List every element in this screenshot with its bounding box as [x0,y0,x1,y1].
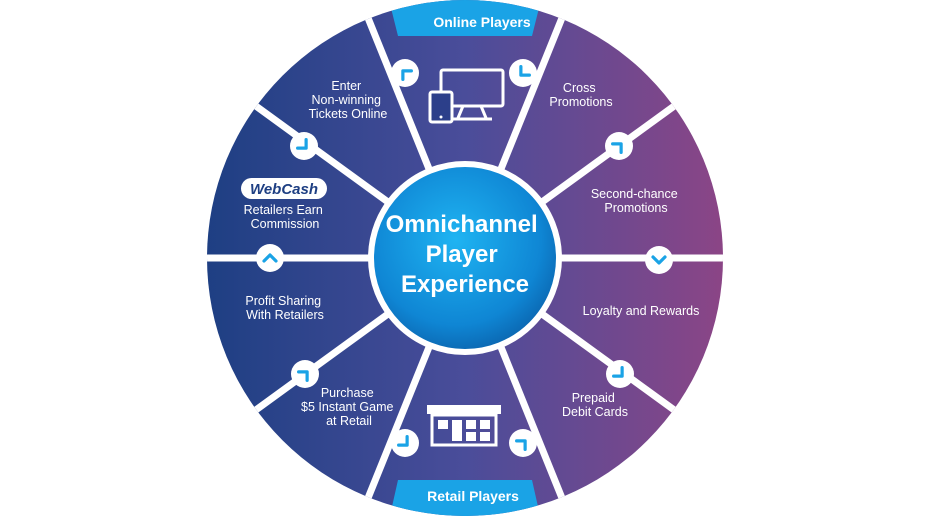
chevron-icon [645,246,673,274]
chevron-icon [291,360,319,388]
online-players-label: Online Players [433,14,530,30]
chevron-markers [256,59,673,457]
segment-profit-sharing: Profit Sharing With Retailers [245,294,324,322]
segment-enter-tickets: Enter Non-winning Tickets Online [309,79,388,121]
retail-players-band [389,480,541,516]
divider-line [363,13,434,173]
divider-line [250,101,392,206]
webcash-logo-text: WebCash [250,181,318,198]
divider-line [496,13,567,173]
chevron-icon [290,132,318,160]
segment-purchase-instant: Purchase $5 Instant Game at Retail [301,386,397,428]
chevron-icon [509,59,537,87]
chevron-icon [256,244,284,272]
center-hub [368,161,562,355]
segment-dividers [207,13,723,503]
chevron-icon [391,429,419,457]
divider-line [496,343,567,503]
divider-line [363,343,434,503]
divider-line [538,310,680,415]
chevron-icon [391,59,419,87]
chevron-icon [509,429,537,457]
store-icon [427,405,501,447]
segment-cross-promotions: Cross Promotions [549,81,612,109]
center-title: Omnichannel Player Experience [386,211,545,298]
retail-players-label: Retail Players [427,488,519,504]
chevron-icon [605,132,633,160]
center-line-1: Omnichannel [386,211,538,238]
online-players-band [389,0,541,36]
chevron-icon [606,360,634,388]
segment-retailers-commission: Retailers Earn Commission [244,203,327,231]
segment-labels: Enter Non-winning Tickets Online Cross P… [244,79,700,428]
divider-line [250,310,392,415]
segment-prepaid-debit: Prepaid Debit Cards [562,391,628,419]
segment-second-chance: Second-chance Promotions [591,187,681,215]
center-line-2: Player [426,241,498,268]
devices-icon [428,68,505,124]
center-line-3: Experience [401,271,529,298]
webcash-logo: WebCash [241,178,327,199]
segment-loyalty-rewards: Loyalty and Rewards [583,304,700,318]
